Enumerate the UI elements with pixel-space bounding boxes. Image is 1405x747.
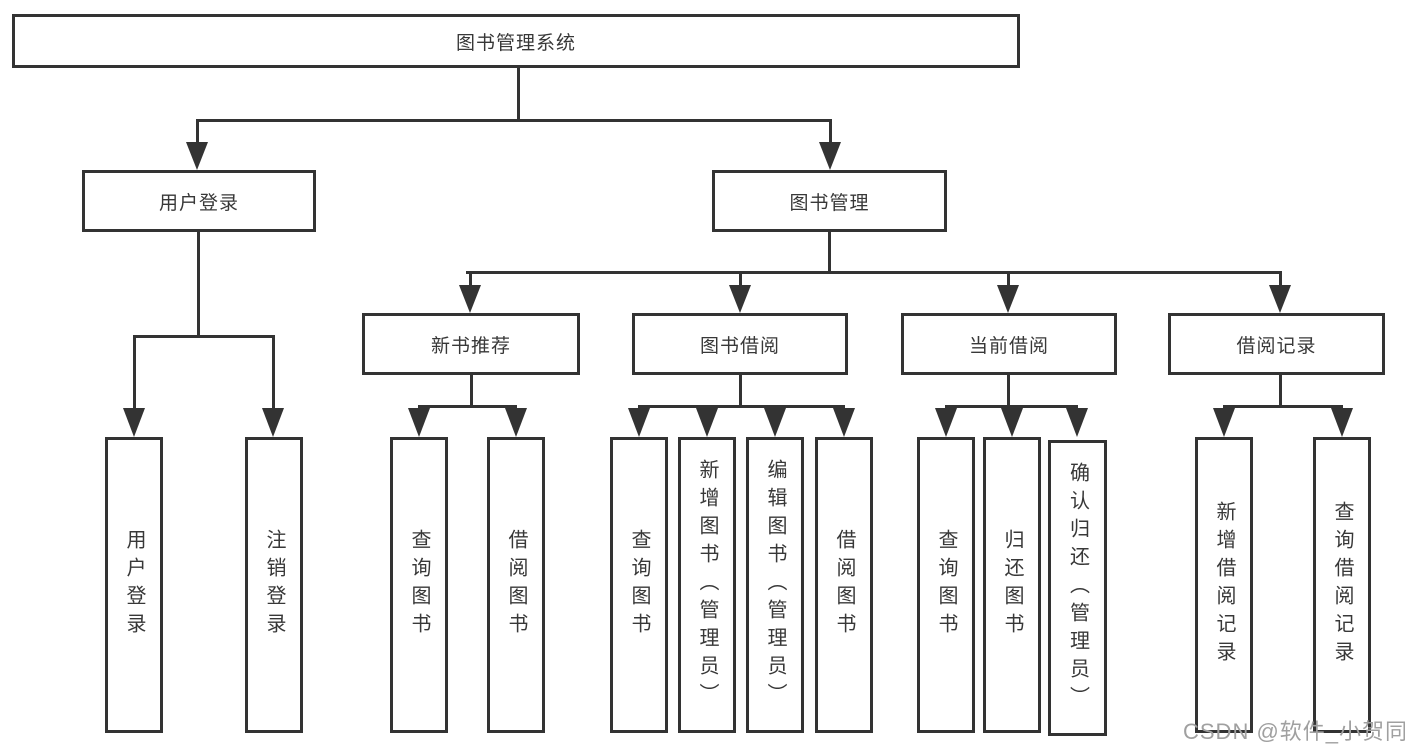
- leaf-current-return: 归还图书: [983, 437, 1041, 733]
- connector-manage-drop: [828, 232, 831, 274]
- leaf-records-query: 查询借阅记录: [1313, 437, 1371, 733]
- leaf-borrow-borrow-label: 借阅图书: [833, 529, 855, 641]
- arrow-to-logout: [262, 408, 284, 437]
- node-login-branch-label: 用户登录: [158, 192, 239, 214]
- connector-login-branch: [134, 335, 275, 338]
- node-borrow-label: 图书借阅: [699, 335, 780, 357]
- node-current: 当前借阅: [901, 313, 1117, 375]
- leaf-records-query-label: 查询借阅记录: [1331, 501, 1353, 669]
- leaf-borrow-add: 新增图书（管理员）: [678, 437, 736, 733]
- leaf-recommend-borrow-label: 借阅图书: [505, 529, 527, 641]
- node-records: 借阅记录: [1168, 313, 1385, 375]
- leaf-current-query-label: 查询图书: [935, 529, 957, 641]
- node-root: 图书管理系统: [12, 14, 1020, 68]
- connector-recommend-drop: [470, 375, 473, 408]
- arrow-records-leaf-2: [1331, 408, 1353, 437]
- leaf-user-login-label: 用户登录: [123, 529, 145, 641]
- arrow-borrow-leaf-1: [628, 408, 650, 437]
- node-borrow: 图书借阅: [632, 313, 848, 375]
- arrow-to-records: [1269, 285, 1291, 313]
- connector-root-left-stem: [196, 119, 199, 144]
- leaf-borrow-edit-label: 编辑图书（管理员）: [764, 459, 786, 711]
- connector-login-drop: [197, 232, 200, 338]
- arrow-recommend-leaf-1: [408, 408, 430, 437]
- leaf-logout: 注销登录: [245, 437, 303, 733]
- node-current-label: 当前借阅: [968, 335, 1049, 357]
- leaf-borrow-edit: 编辑图书（管理员）: [746, 437, 804, 733]
- leaf-current-confirm: 确认归还（管理员）: [1048, 440, 1107, 736]
- arrow-records-leaf-1: [1213, 408, 1235, 437]
- arrow-current-leaf-3: [1066, 408, 1088, 437]
- leaf-logout-label: 注销登录: [263, 529, 285, 641]
- node-login-branch: 用户登录: [82, 170, 316, 232]
- leaf-user-login: 用户登录: [105, 437, 163, 733]
- leaf-recommend-query: 查询图书: [390, 437, 448, 733]
- connector-borrow-drop: [739, 375, 742, 408]
- connector-current-branch: [945, 405, 1078, 408]
- connector-borrow-stem: [739, 271, 742, 287]
- leaf-current-confirm-label: 确认归还（管理员）: [1066, 462, 1089, 714]
- node-recommend: 新书推荐: [362, 313, 580, 375]
- arrow-to-login-branch: [186, 142, 208, 170]
- connector-recommend-branch: [418, 405, 517, 408]
- csdn-watermark: CSDN @软件_小贺同学: [1183, 719, 1405, 744]
- leaf-borrow-add-label: 新增图书（管理员）: [696, 459, 718, 711]
- node-records-label: 借阅记录: [1236, 335, 1317, 357]
- connector-root-drop: [517, 68, 520, 122]
- leaf-records-add-label: 新增借阅记录: [1213, 501, 1235, 669]
- arrow-current-leaf-1: [935, 408, 957, 437]
- connector-current-drop: [1007, 375, 1010, 408]
- node-manage-branch-label: 图书管理: [789, 192, 870, 214]
- connector-root-branch: [196, 119, 832, 122]
- leaf-borrow-query-label: 查询图书: [628, 529, 650, 641]
- leaf-records-add: 新增借阅记录: [1195, 437, 1253, 733]
- connector-borrow-branch: [638, 405, 845, 408]
- arrow-to-user-login: [123, 408, 145, 437]
- connector-records-branch: [1223, 405, 1343, 408]
- arrow-borrow-leaf-3: [764, 408, 786, 437]
- connector-records-stem: [1279, 271, 1282, 287]
- node-root-label: 图书管理系统: [455, 32, 576, 54]
- connector-recommend-stem: [469, 271, 472, 287]
- arrow-borrow-leaf-4: [833, 408, 855, 437]
- arrow-borrow-leaf-2: [696, 408, 718, 437]
- leaf-borrow-query: 查询图书: [610, 437, 668, 733]
- leaf-recommend-query-label: 查询图书: [408, 529, 430, 641]
- connector-current-stem: [1007, 271, 1010, 287]
- connector-records-drop: [1279, 375, 1282, 408]
- node-manage-branch: 图书管理: [712, 170, 947, 232]
- connector-login-left-stem: [133, 335, 136, 410]
- node-recommend-label: 新书推荐: [430, 335, 511, 357]
- leaf-current-return-label: 归还图书: [1001, 529, 1023, 641]
- leaf-current-query: 查询图书: [917, 437, 975, 733]
- leaf-borrow-borrow: 借阅图书: [815, 437, 873, 733]
- arrow-to-manage-branch: [819, 142, 841, 170]
- connector-manage-branch: [466, 271, 1281, 274]
- arrow-to-current: [997, 285, 1019, 313]
- arrow-to-recommend: [459, 285, 481, 313]
- leaf-recommend-borrow: 借阅图书: [487, 437, 545, 733]
- arrow-current-leaf-2: [1001, 408, 1023, 437]
- connector-root-right-stem: [829, 119, 832, 144]
- arrow-to-borrow: [729, 285, 751, 313]
- arrow-recommend-leaf-2: [505, 408, 527, 437]
- connector-login-right-stem: [272, 335, 275, 410]
